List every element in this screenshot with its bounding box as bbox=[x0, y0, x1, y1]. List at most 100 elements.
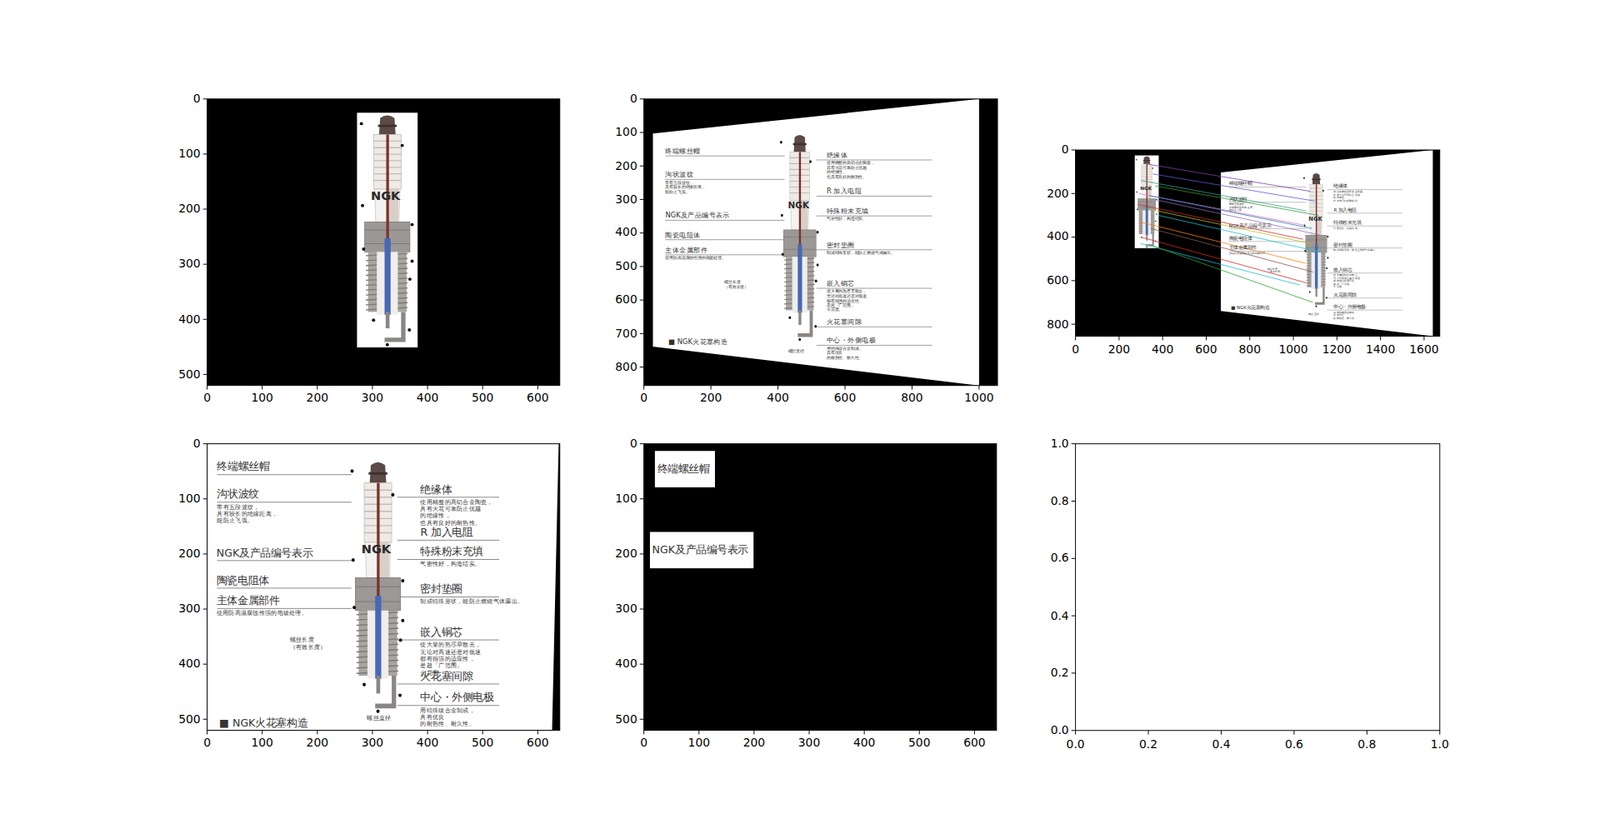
annotation-text: 用特殊镍合金制成，具有优良 的耐热性、耐久性。 bbox=[826, 346, 863, 361]
annotation-text: 螺丝长度 （有效长度） bbox=[1267, 267, 1284, 274]
tick-label: 600 bbox=[526, 736, 549, 750]
tick-mark bbox=[1071, 236, 1076, 238]
annotation-text: NGK及产品编号表示 bbox=[216, 546, 313, 559]
tick-label: 400 bbox=[1046, 230, 1069, 245]
tick-label: 0 bbox=[193, 437, 201, 451]
tick-label: 200 bbox=[615, 159, 637, 173]
tick-mark bbox=[919, 730, 920, 735]
tick-label: 0 bbox=[640, 736, 648, 750]
tick-mark bbox=[640, 300, 645, 301]
tick-label: 300 bbox=[615, 192, 637, 206]
tick-label: 1200 bbox=[1322, 342, 1352, 356]
tick-label: 100 bbox=[615, 125, 637, 140]
tick-label: 0.4 bbox=[1050, 609, 1070, 623]
tick-label: 400 bbox=[1151, 342, 1174, 356]
tick-label: 0.2 bbox=[1139, 737, 1158, 751]
tick-mark bbox=[1071, 500, 1076, 502]
tick-label: 400 bbox=[853, 736, 875, 750]
tick-mark bbox=[1071, 150, 1076, 151]
annotation-text: 螺丝长度 （有效长度） bbox=[290, 636, 327, 651]
tick-label: 500 bbox=[908, 736, 930, 750]
tick-label: 700 bbox=[615, 326, 637, 340]
annotation-text: NGK及产品编号表示 bbox=[665, 211, 730, 220]
tick-mark bbox=[640, 366, 645, 368]
tick-mark bbox=[203, 553, 208, 555]
crop-box: NGK及产品编号表示 bbox=[650, 531, 755, 569]
tick-mark bbox=[643, 385, 645, 390]
tick-label: 100 bbox=[688, 736, 710, 750]
tick-mark bbox=[1118, 336, 1120, 341]
annotation-text: 使大量的热尽早散去，无论对高速还是对低速 都有很强的适应性，是超「广范围」火花塞… bbox=[1333, 273, 1360, 289]
tick-mark bbox=[203, 98, 208, 100]
axes-spine bbox=[207, 444, 560, 731]
tick-label: 500 bbox=[178, 367, 200, 381]
tick-mark bbox=[911, 385, 913, 390]
tick-mark bbox=[640, 609, 645, 610]
tick-mark bbox=[537, 730, 539, 735]
tick-label: 500 bbox=[615, 260, 637, 274]
tick-label: 0.0 bbox=[1050, 724, 1070, 738]
tick-mark bbox=[203, 374, 208, 375]
tick-mark bbox=[978, 385, 980, 390]
crop-text: NGK及产品编号表示 bbox=[652, 543, 749, 556]
annotation-text: 使用精整的高铝合金陶瓷， 具有火花可靠防止优越 的绝缘性，也具有良好的耐热性。 bbox=[826, 160, 875, 180]
image-part bbox=[1140, 221, 1306, 264]
annotation-text: 制成特殊形状，能防止燃烧气体漏出。 bbox=[1333, 248, 1378, 252]
tick-mark bbox=[206, 730, 208, 735]
panel-text-layer: 终端螺丝帽沟状波纹带有五段波纹， 具有较长的绝缘距离， 能防止飞弧。NGK及产品… bbox=[207, 444, 560, 731]
tick-label: 0 bbox=[203, 392, 211, 406]
tick-label: 100 bbox=[178, 492, 200, 506]
tick-label: 800 bbox=[1239, 342, 1261, 356]
warped-image bbox=[653, 99, 980, 386]
annotation-text: 密封垫圈 bbox=[1333, 242, 1352, 248]
annotation-text: R 加入电阻 bbox=[420, 526, 473, 539]
tick-mark bbox=[974, 730, 975, 735]
tick-mark bbox=[1205, 336, 1207, 341]
tick-mark bbox=[203, 719, 208, 720]
match-lines bbox=[1137, 164, 1322, 303]
tick-label: 0.6 bbox=[1285, 737, 1304, 751]
tick-label: 500 bbox=[178, 712, 200, 726]
annotation-text: 螺丝直径 bbox=[1308, 312, 1320, 316]
tick-mark bbox=[1071, 280, 1076, 281]
tick-label: 300 bbox=[361, 392, 384, 406]
annotation-text: 螺丝长度 （有效长度） bbox=[724, 280, 749, 290]
image-background bbox=[644, 99, 998, 386]
tick-label: 100 bbox=[615, 492, 637, 506]
crop-box: 终端螺丝帽 bbox=[655, 450, 715, 488]
annotation-text: R 加入电阻 bbox=[1333, 207, 1357, 213]
tick-mark bbox=[777, 385, 779, 390]
tick-label: 800 bbox=[900, 392, 923, 406]
tick-label: 600 bbox=[834, 392, 856, 406]
tick-mark bbox=[1380, 336, 1381, 341]
axes-spine bbox=[207, 99, 560, 386]
logo-text: NGK bbox=[370, 189, 400, 204]
annotation-text: 使用精整的高铝合金陶瓷， 具有火花可靠防止优越 的绝缘性，也具有良好的耐热性。 bbox=[420, 499, 493, 527]
annotation-text: ■ NGK火花塞构造 bbox=[1230, 305, 1270, 310]
tick-label: 100 bbox=[250, 392, 273, 406]
image-part bbox=[397, 705, 500, 706]
annotation-text: 制成特殊形状，能防止燃烧气体漏出。 bbox=[826, 250, 895, 256]
tick-mark bbox=[640, 664, 645, 665]
tick-label: 0.0 bbox=[1066, 737, 1085, 751]
annotation-text: ■ NGK火花塞构造 bbox=[668, 337, 728, 346]
annotation-text: 制成特殊形状，能防止燃烧气体漏出。 bbox=[420, 598, 524, 605]
tick-mark bbox=[1071, 443, 1076, 445]
axes-spine bbox=[644, 444, 997, 731]
annotation-text: ■ NGK火花塞构造 bbox=[219, 717, 308, 730]
tick-mark bbox=[203, 443, 208, 445]
tick-mark bbox=[1071, 558, 1076, 560]
tick-mark bbox=[203, 664, 208, 665]
annotation-text: 沟状波纹 bbox=[665, 170, 694, 179]
tick-label: 400 bbox=[615, 657, 637, 671]
tick-label: 400 bbox=[416, 736, 439, 750]
image-part bbox=[1150, 228, 1314, 272]
tick-mark bbox=[203, 153, 208, 155]
annotation-text: 沟状波纹 bbox=[216, 488, 259, 500]
tick-mark bbox=[640, 165, 645, 167]
tick-label: 1.0 bbox=[1050, 437, 1070, 451]
image-part bbox=[397, 496, 500, 498]
annotation-text: 用特殊镍合金制成，具有优良 的耐热性、耐久性。 bbox=[1333, 310, 1357, 320]
tick-label: 0 bbox=[630, 437, 638, 451]
tick-mark bbox=[203, 609, 208, 610]
